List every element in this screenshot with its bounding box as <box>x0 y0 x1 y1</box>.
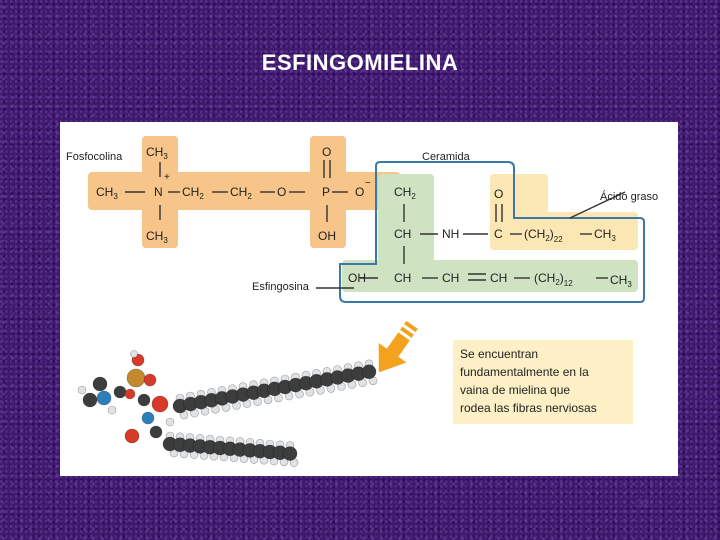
atom-ch-sph-1: CH <box>394 271 411 285</box>
atom-ch2-a: CH2 <box>182 185 204 201</box>
oxygen-atom <box>143 373 157 387</box>
atom-o-ester: O <box>277 185 286 199</box>
pointer-arrow <box>378 320 418 373</box>
phosphocholine-region <box>88 136 400 248</box>
atom-o-minus-charge: − <box>365 178 371 189</box>
oxygen-atom <box>124 388 136 400</box>
page-number: 32 <box>637 498 650 510</box>
atom-ch-cer: CH <box>394 227 411 241</box>
oxygen-atom <box>124 428 140 444</box>
acido-graso-label: Ácido graso <box>600 190 658 203</box>
sphingosine-region <box>342 174 638 292</box>
hydrogen-atom <box>107 405 117 415</box>
atom-ch3-fa: CH3 <box>594 227 616 243</box>
atom-n-charge: + <box>164 172 170 183</box>
atom-ch2-12: (CH2)12 <box>534 271 573 288</box>
hydrogen-atom <box>165 417 175 427</box>
space-filling-model <box>77 350 378 467</box>
carbon-atom <box>113 385 127 399</box>
phosphorus-atom <box>126 368 146 388</box>
hydrogen-atom <box>77 385 87 395</box>
ceramide-outline <box>339 161 645 303</box>
atom-ch-sph-2: CH <box>442 271 459 285</box>
structure-diagram: Fosfocolina Ceramida Ácido graso Esfingo… <box>66 136 658 467</box>
ceramida-label: Ceramida <box>422 151 471 163</box>
atom-n: N <box>154 185 163 199</box>
carbon-atom <box>82 392 98 408</box>
slide-title: ESFINGOMIELINA <box>261 50 459 75</box>
fatty-acid-region <box>490 174 638 250</box>
nitrogen-atom <box>141 411 155 425</box>
oxygen-atom <box>151 395 169 413</box>
atom-ch2-22: (CH2)22 <box>524 227 563 244</box>
atom-nh: NH <box>442 227 459 241</box>
atom-o-minus: O <box>355 185 364 199</box>
atom-oh-bottom: OH <box>318 229 336 243</box>
carbon-atom <box>137 393 151 407</box>
sphingomyelin-figure: Fosfocolina Ceramida Ácido graso Esfingo… <box>60 122 678 476</box>
atom-o-carbonyl: O <box>494 187 503 201</box>
carbon-atom <box>92 376 108 392</box>
note-box: Se encuentran fundamentalmente en la vai… <box>453 340 633 424</box>
atom-c-carbonyl: C <box>494 227 503 241</box>
carbon-atom <box>361 364 377 380</box>
phosphocholine-atoms: CH3 CH3 N + CH2 CH2 O P O − O OH CH3 <box>96 145 371 245</box>
esfingosina-label: Esfingosina <box>252 281 310 293</box>
hydrogen-atom <box>130 350 138 358</box>
atom-ch2-b: CH2 <box>230 185 252 201</box>
atom-o-top: O <box>322 145 331 159</box>
carbon-atom <box>282 446 298 461</box>
atom-ch3-top: CH3 <box>146 145 168 161</box>
atom-ch-sph-3: CH <box>490 271 507 285</box>
bonds <box>125 160 626 289</box>
carbon-atom <box>149 425 163 439</box>
atom-p: P <box>322 185 330 199</box>
atom-ch3-bottom: CH3 <box>146 229 168 245</box>
atom-ch2-cer: CH2 <box>394 185 416 201</box>
ceramide-atoms: CH2 CH NH C O (CH2)22 CH3 OH CH CH CH (C… <box>348 185 632 289</box>
atom-oh-sph: OH <box>348 271 366 285</box>
atom-ch3-left: CH3 <box>96 185 118 201</box>
fosfocolina-label: Fosfocolina <box>66 151 123 163</box>
atom-ch3-sph: CH3 <box>610 273 632 289</box>
note-text: Se encuentran fundamentalmente en la vai… <box>460 347 597 415</box>
nitrogen-atom <box>96 390 112 406</box>
